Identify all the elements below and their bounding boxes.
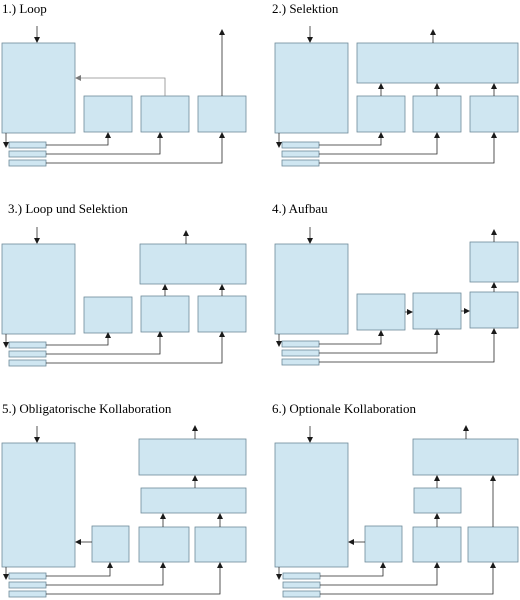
port-bar-2 bbox=[281, 349, 320, 357]
port-bar-3 bbox=[8, 359, 47, 367]
panel-title-selektion: 2.) Selektion bbox=[272, 1, 339, 16]
main-box bbox=[1, 243, 76, 335]
main-box bbox=[274, 442, 349, 568]
panel-title-obligatorische-kollaboration: 5.) Obligatorische Kollaboration bbox=[2, 401, 172, 416]
component-box-2 bbox=[412, 95, 462, 133]
component-box-2 bbox=[140, 95, 190, 133]
port-bar-1 bbox=[281, 340, 320, 348]
component-box-1 bbox=[83, 296, 133, 334]
connector-arrow-2 bbox=[46, 562, 166, 586]
port-bar-2 bbox=[8, 150, 47, 158]
port-bar-3 bbox=[281, 159, 320, 167]
port-bar-3 bbox=[281, 358, 320, 366]
panel-obligatorische-kollaboration bbox=[1, 425, 247, 598]
component-box-1 bbox=[356, 95, 406, 133]
port-bar-2 bbox=[282, 581, 321, 589]
connector-arrow-3 bbox=[320, 562, 496, 595]
port-bar-1 bbox=[282, 572, 321, 580]
component-box-1 bbox=[83, 95, 133, 133]
panel-title-loop: 1.) Loop bbox=[2, 1, 47, 16]
connector-arrow-2 bbox=[319, 132, 440, 155]
panel-loop-und-selektion bbox=[1, 227, 247, 367]
connector-arrow-2 bbox=[46, 132, 163, 155]
panel-title-aufbau: 4.) Aufbau bbox=[272, 201, 328, 216]
main-box bbox=[274, 42, 349, 134]
selection-box bbox=[356, 42, 519, 84]
component-box-1 bbox=[364, 525, 403, 563]
panel-optionale-kollaboration bbox=[274, 425, 519, 598]
component-box-3 bbox=[197, 295, 247, 333]
port-bar-1 bbox=[281, 141, 320, 149]
main-box bbox=[274, 243, 349, 335]
port-bar-2 bbox=[8, 350, 47, 358]
connector-arrow-2 bbox=[319, 329, 440, 354]
connector-arrow-3 bbox=[319, 328, 497, 363]
port-bar-3 bbox=[8, 159, 47, 167]
selection-box bbox=[139, 243, 247, 285]
selection-box bbox=[138, 438, 247, 476]
port-bar-1 bbox=[8, 572, 47, 580]
component-box-1 bbox=[91, 525, 130, 563]
port-bar-2 bbox=[281, 150, 320, 158]
panel-loop bbox=[1, 26, 247, 167]
component-box-2 bbox=[412, 292, 462, 330]
panel-selektion bbox=[274, 26, 519, 167]
connector-arrow-1 bbox=[319, 330, 384, 345]
component-box-3 bbox=[194, 526, 247, 563]
connector-arrow-1 bbox=[46, 562, 113, 577]
connector-arrow-1 bbox=[319, 132, 384, 146]
connector-arrow-1 bbox=[46, 332, 111, 346]
panel-title-loop-und-selektion: 3.) Loop und Selektion bbox=[8, 201, 128, 216]
main-box bbox=[1, 42, 76, 134]
component-box-3 bbox=[469, 95, 519, 133]
connector-arrow-3 bbox=[319, 132, 497, 164]
component-box-3 bbox=[467, 526, 519, 563]
component-box-3 bbox=[197, 95, 247, 133]
connector-arrow-1 bbox=[46, 132, 111, 146]
port-bar-3 bbox=[282, 590, 321, 598]
collaboration-box bbox=[140, 487, 247, 514]
main-box bbox=[1, 442, 76, 568]
component-box-2 bbox=[412, 526, 462, 563]
connector-arrow-3 bbox=[46, 331, 225, 364]
port-bar-1 bbox=[8, 141, 47, 149]
connector-arrow-3 bbox=[46, 562, 223, 595]
selection-box bbox=[412, 438, 519, 476]
connector-arrow-3 bbox=[46, 132, 225, 164]
panel-title-optionale-kollaboration: 6.) Optionale Kollaboration bbox=[272, 401, 417, 416]
component-box-3 bbox=[469, 291, 519, 329]
connector-arrow-2 bbox=[46, 331, 163, 355]
panel-aufbau bbox=[274, 227, 519, 366]
component-box-1 bbox=[356, 293, 406, 331]
port-bar-2 bbox=[8, 581, 47, 589]
port-bar-1 bbox=[8, 341, 47, 349]
top-box bbox=[469, 241, 519, 283]
loop-back-arrow bbox=[75, 75, 166, 96]
component-box-2 bbox=[138, 526, 190, 563]
component-box-2 bbox=[140, 295, 190, 333]
connector-arrow-1 bbox=[320, 562, 386, 577]
port-bar-3 bbox=[8, 590, 47, 598]
collaboration-box bbox=[413, 487, 462, 514]
connector-arrow-2 bbox=[320, 562, 440, 586]
